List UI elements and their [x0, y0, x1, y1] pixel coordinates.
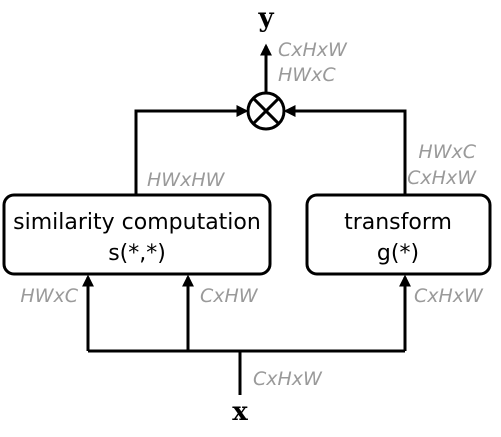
similarity-computation-box [2, 193, 272, 276]
dim-input: CxHxW [253, 368, 323, 390]
output-variable-label: y [257, 3, 274, 33]
dim-transform-output-line1: HWxC [418, 141, 476, 163]
transform-box-title: transform [344, 210, 452, 235]
input-variable-label: x [232, 397, 248, 427]
dim-similarity-input-right: CxHW [200, 285, 259, 307]
transform-to-multiply-arrow [283, 105, 407, 194]
similarity-box-title: similarity computation [13, 210, 261, 235]
dim-similarity-output: HWxHW [147, 169, 226, 191]
similarity-to-multiply-arrow [134, 105, 249, 194]
dim-transform-output-line2: CxHxW [407, 167, 477, 189]
dim-output-line1: CxHxW [278, 39, 348, 61]
transform-box [305, 193, 492, 276]
dim-output-line2: HWxC [278, 64, 336, 86]
transform-box-formula: g(*) [377, 241, 419, 266]
similarity-box-formula: s(*,*) [108, 241, 166, 266]
multiply-node [246, 91, 286, 131]
dim-similarity-input-left: HWxC [20, 285, 78, 307]
dim-transform-input: CxHxW [414, 285, 484, 307]
